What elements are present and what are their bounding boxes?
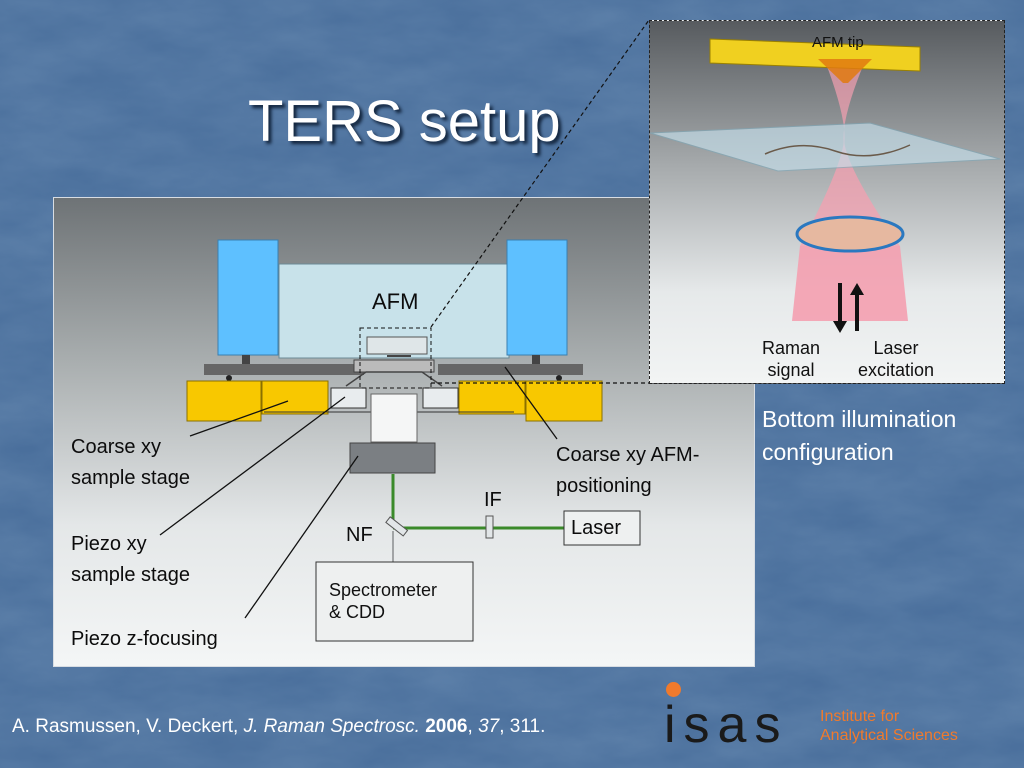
bottom-illumination-note: Bottom illumination configuration (762, 406, 957, 465)
piezo-xy-stage-left (330, 387, 367, 409)
afm-tip-label: AFM tip (812, 34, 864, 51)
isas-logo-icon: isas (664, 700, 788, 748)
laser-label: Laser (571, 517, 622, 539)
logo-institute-name: Institute for Analytical Sciences (820, 708, 958, 744)
objective-tube (370, 393, 418, 443)
afm-right-pillar (506, 239, 568, 356)
sample-slide (650, 122, 1001, 172)
nf-filter (385, 516, 409, 537)
slide-title: TERS setup (248, 89, 561, 154)
piezo-z-focusing-label: Piezo z-focusing (71, 628, 218, 650)
tip-detail-inset: AFM tip Raman signal Laser excitation (649, 20, 1005, 384)
tip-detail-illustration (650, 38, 1001, 333)
laser-box (563, 510, 641, 546)
coarse-xy-sample-stage-label: Coarse xy sample stage (71, 436, 190, 489)
citation: A. Rasmussen, V. Deckert, J. Raman Spect… (12, 716, 546, 737)
coarse-xy-sample-stage-left (186, 380, 262, 422)
afm-tip-region (359, 327, 432, 389)
right-pillar-foot (532, 355, 540, 364)
piezo-xy-sample-stage-label: Piezo xy sample stage (71, 533, 190, 586)
sample-holder (353, 359, 435, 373)
afm-positioning-plate-left (204, 364, 364, 375)
coarse-xy-afm-positioning-label: Coarse xy AFM- positioning (556, 444, 700, 497)
nf-label: NF (346, 524, 373, 546)
piezo-z-focusing-stage (349, 442, 436, 474)
if-filter (485, 515, 494, 539)
afm-left-pillar (217, 239, 279, 356)
laser-excitation-label: Laser excitation (858, 338, 935, 380)
spectrometer-label: Spectrometer & CDD (329, 580, 438, 622)
coarse-xy-sample-stage-right (458, 380, 526, 415)
piezo-xy-stage-right (422, 387, 459, 409)
objective-lens (795, 215, 905, 253)
sample-molecule (764, 144, 911, 157)
afm-head (366, 336, 428, 355)
logo-letters: isas (664, 700, 788, 748)
left-pillar-foot (242, 355, 250, 364)
laser-beam-cone-lower (792, 246, 908, 321)
if-label: IF (484, 489, 502, 511)
logo-dot-icon (666, 682, 681, 697)
raman-signal-label: Raman signal (762, 338, 821, 380)
afm-tip (818, 59, 872, 83)
afm-label: AFM (372, 289, 419, 314)
afm-positioning-plate-right (438, 364, 583, 375)
laser-beam-upper (825, 61, 865, 146)
